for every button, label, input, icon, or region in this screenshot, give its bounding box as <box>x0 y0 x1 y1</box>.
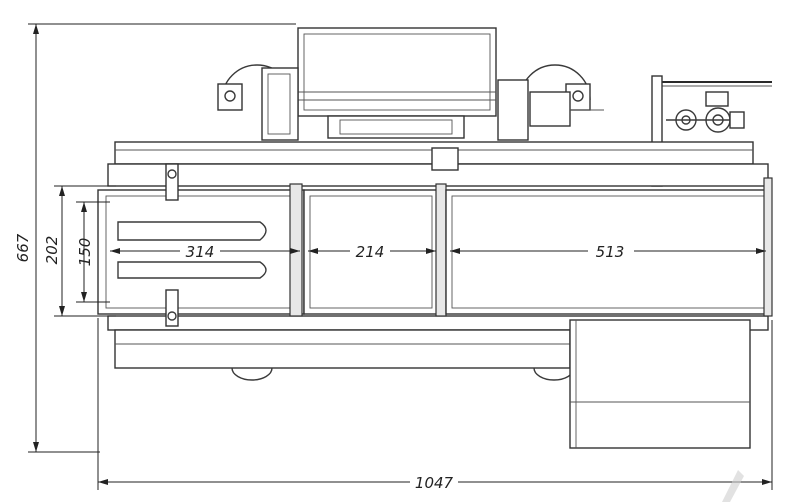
watermark-mark <box>722 470 744 502</box>
dimension-belt-width-label: 150 <box>76 238 94 267</box>
dimension-section-1-label: 314 <box>186 243 215 261</box>
dimension-section-3-label: 513 <box>596 243 625 261</box>
dimension-overall-height <box>28 23 296 453</box>
conveyor-section-1 <box>97 163 305 327</box>
dimension-conveyor-width <box>54 185 116 317</box>
dimension-section-3 <box>450 248 766 254</box>
caster-wheel-top-left <box>217 64 299 141</box>
conveyor-section-3 <box>445 177 773 317</box>
caster-wheel-top-right <box>497 64 604 141</box>
control-box <box>569 319 751 449</box>
dimension-section-2 <box>308 248 436 254</box>
dimension-overall-length-label: 1047 <box>415 474 454 492</box>
dimension-overall-length <box>97 318 773 490</box>
dimension-conveyor-width-label: 202 <box>43 236 61 265</box>
dimension-overall-height-label: 667 <box>14 233 32 262</box>
dimension-section-1 <box>110 248 300 254</box>
motor-housing <box>297 27 497 139</box>
dimension-section-2-label: 214 <box>356 243 385 261</box>
dimension-belt-width <box>76 201 110 303</box>
